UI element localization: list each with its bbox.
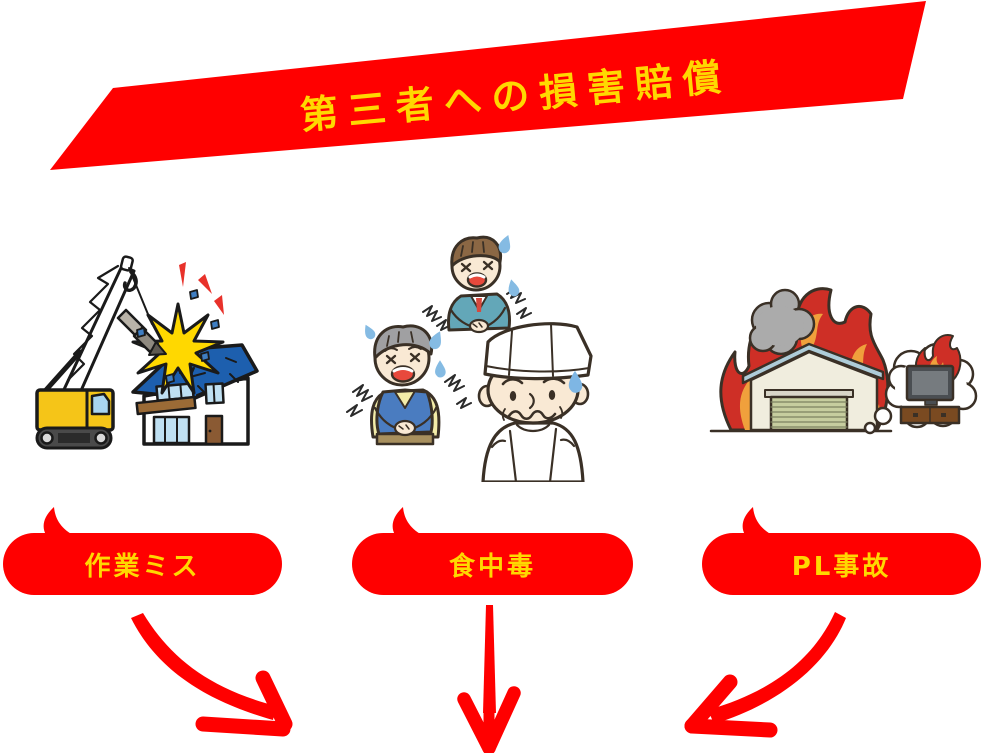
curved-arrow-down-left-icon <box>684 612 846 738</box>
label-food-poisoning-text: 食中毒 <box>448 551 536 582</box>
sick-elder <box>346 324 472 446</box>
apron-straps <box>490 427 576 482</box>
broken-ledge <box>135 395 197 416</box>
shiver-lines-icon <box>422 287 532 331</box>
title-ribbon <box>50 1 926 170</box>
impact-flash-icon <box>179 262 224 315</box>
smoke-cloud-icon <box>748 288 816 356</box>
burning-tv-icon <box>899 364 961 425</box>
crane-hook-icon <box>122 270 138 292</box>
label-work-mistake-text: 作業ミス <box>84 551 201 582</box>
thought-bubble <box>863 334 978 435</box>
straight-arrow-down-icon <box>457 605 521 753</box>
crash-starburst-icon <box>131 302 225 395</box>
warehouse-building <box>741 342 885 432</box>
worried-mouth <box>507 409 557 421</box>
worried-chef <box>477 322 593 482</box>
bubble-tail-icon <box>742 507 772 535</box>
debris-icon <box>136 289 220 384</box>
bubble-tail-icon <box>43 507 73 535</box>
crane-boom <box>58 255 153 404</box>
label-work-mistake: 作業ミス <box>3 507 282 595</box>
label-pl-accident: PL事故 <box>702 507 981 595</box>
label-pl-accident-text: PL事故 <box>791 551 892 582</box>
sweat-drop-icon <box>498 234 520 297</box>
sick-man <box>422 234 532 334</box>
warehouse-roof <box>741 342 885 385</box>
label-food-poisoning: 食中毒 <box>352 507 633 595</box>
food-poisoning-illustration <box>346 234 593 482</box>
bubble-tail-icon <box>392 507 422 535</box>
sweat-drop-icon <box>365 324 446 378</box>
ribbon-shape <box>50 1 926 170</box>
burning-warehouse-illustration <box>709 287 978 435</box>
x-eyes-icon <box>385 352 421 365</box>
crane-house-crash-illustration <box>35 255 259 450</box>
x-eyes-icon <box>460 260 494 273</box>
shiver-lines-icon <box>346 374 472 417</box>
crane-truck <box>35 349 115 450</box>
sweat-drop-icon <box>568 370 583 393</box>
curved-arrow-down-right-icon <box>131 613 293 737</box>
